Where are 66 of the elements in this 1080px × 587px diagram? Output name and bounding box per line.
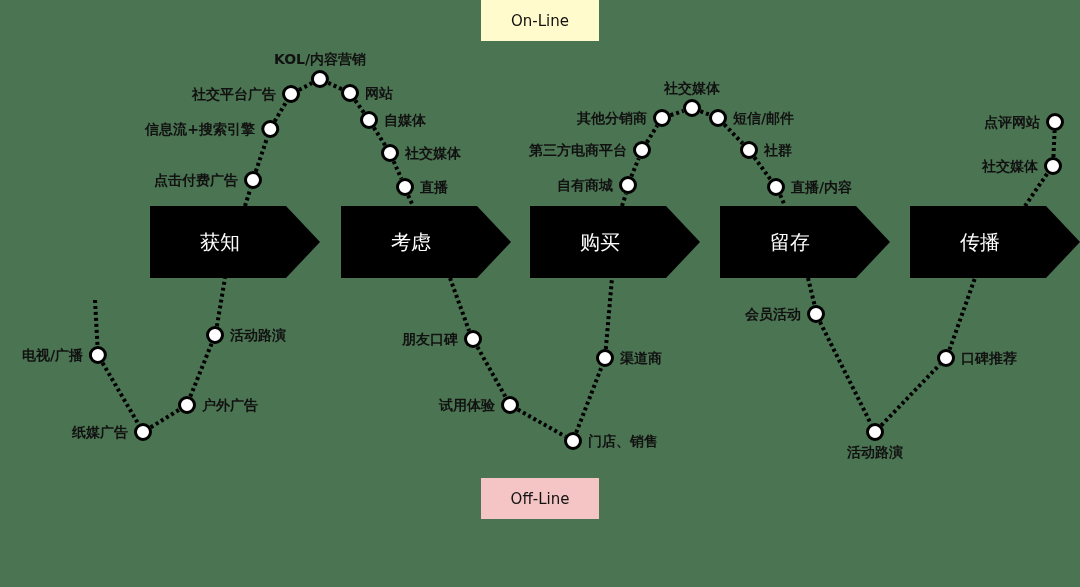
dotted-path-line — [879, 363, 942, 427]
touchpoint-label: 渠道商 — [620, 350, 662, 366]
dotted-path-line — [188, 342, 214, 398]
channel-tag: On-Line — [481, 0, 599, 41]
dotted-path-line — [93, 299, 100, 347]
dotted-path-line — [149, 408, 181, 429]
dotted-path-line — [391, 160, 404, 180]
dotted-path-line — [1051, 130, 1057, 158]
channel-tag: Off-Line — [481, 478, 599, 519]
dotted-path-line — [778, 194, 787, 207]
dotted-path-line — [243, 188, 253, 207]
dotted-path-line — [214, 277, 227, 327]
touchpoint-label: 直播 — [420, 179, 448, 195]
touchpoint-label: 活动路演 — [230, 327, 286, 343]
touchpoint-label: 信息流+搜索引擎 — [145, 121, 255, 137]
stage-label-box: 考虑 — [341, 206, 511, 278]
stage-label-box: 留存 — [720, 206, 890, 278]
dotted-path-line — [298, 81, 313, 92]
touchpoint-label: 门店、销售 — [588, 433, 658, 449]
dotted-path-line — [353, 99, 366, 114]
dotted-path-line — [475, 345, 508, 399]
dotted-path-line — [327, 81, 343, 91]
dotted-path-line — [620, 193, 628, 207]
touchpoint-label: 社交媒体 — [664, 80, 720, 96]
touchpoint-label: KOL/内容营销 — [273, 51, 367, 67]
dotted-path-line — [406, 194, 415, 207]
stage-label-box: 传播 — [910, 206, 1080, 278]
dotted-path-line — [629, 157, 641, 178]
touchpoint-label: 自有商城 — [557, 177, 613, 193]
touchpoint-label: 活动路演 — [847, 444, 903, 460]
dotted-path-line — [699, 109, 711, 117]
dotted-path-line — [669, 108, 685, 118]
stage-label-box: 获知 — [150, 206, 320, 278]
touchpoint-label: 其他分销商 — [577, 110, 647, 126]
touchpoint-label: 网站 — [365, 85, 393, 101]
touchpoint-label: 口碑推荐 — [961, 350, 1017, 366]
dotted-path-line — [722, 123, 745, 145]
touchpoint-label: 点评网站 — [984, 114, 1040, 130]
dotted-path-line — [574, 365, 604, 434]
dotted-path-line — [947, 277, 977, 351]
touchpoint-label: 社群 — [764, 142, 792, 158]
dotted-path-line — [100, 361, 141, 426]
dotted-path-line — [752, 156, 773, 181]
touchpoint-label: 社交平台广告 — [192, 86, 276, 102]
dotted-path-line — [645, 124, 659, 144]
touchpoint-label: 户外广告 — [202, 397, 258, 413]
touchpoint-label: 直播/内容 — [791, 179, 853, 195]
touchpoint-label: 试用体验 — [439, 397, 495, 413]
touchpoint-label: 社交媒体 — [405, 145, 461, 161]
touchpoint-label: 电视/广播 — [21, 347, 83, 363]
touchpoint-label: 朋友口碑 — [402, 331, 458, 347]
dotted-path-line — [448, 277, 471, 332]
touchpoint-label: 自媒体 — [384, 112, 426, 128]
touchpoint-label: 社交媒体 — [982, 158, 1038, 174]
touchpoint-label: 点击付费广告 — [154, 172, 238, 188]
touchpoint-label: 会员活动 — [745, 306, 801, 322]
dotted-path-line — [603, 277, 614, 350]
touchpoint-label: 短信/邮件 — [733, 110, 795, 126]
dotted-path-line — [372, 126, 387, 147]
dotted-path-line — [806, 277, 817, 306]
stage-label-box: 购买 — [530, 206, 700, 278]
touchpoint-label: 纸媒广告 — [72, 424, 128, 440]
dotted-path-line — [1023, 172, 1050, 208]
touchpoint-label: 第三方电商平台 — [529, 142, 627, 158]
dotted-path-line — [818, 321, 873, 425]
dotted-path-line — [272, 100, 289, 123]
